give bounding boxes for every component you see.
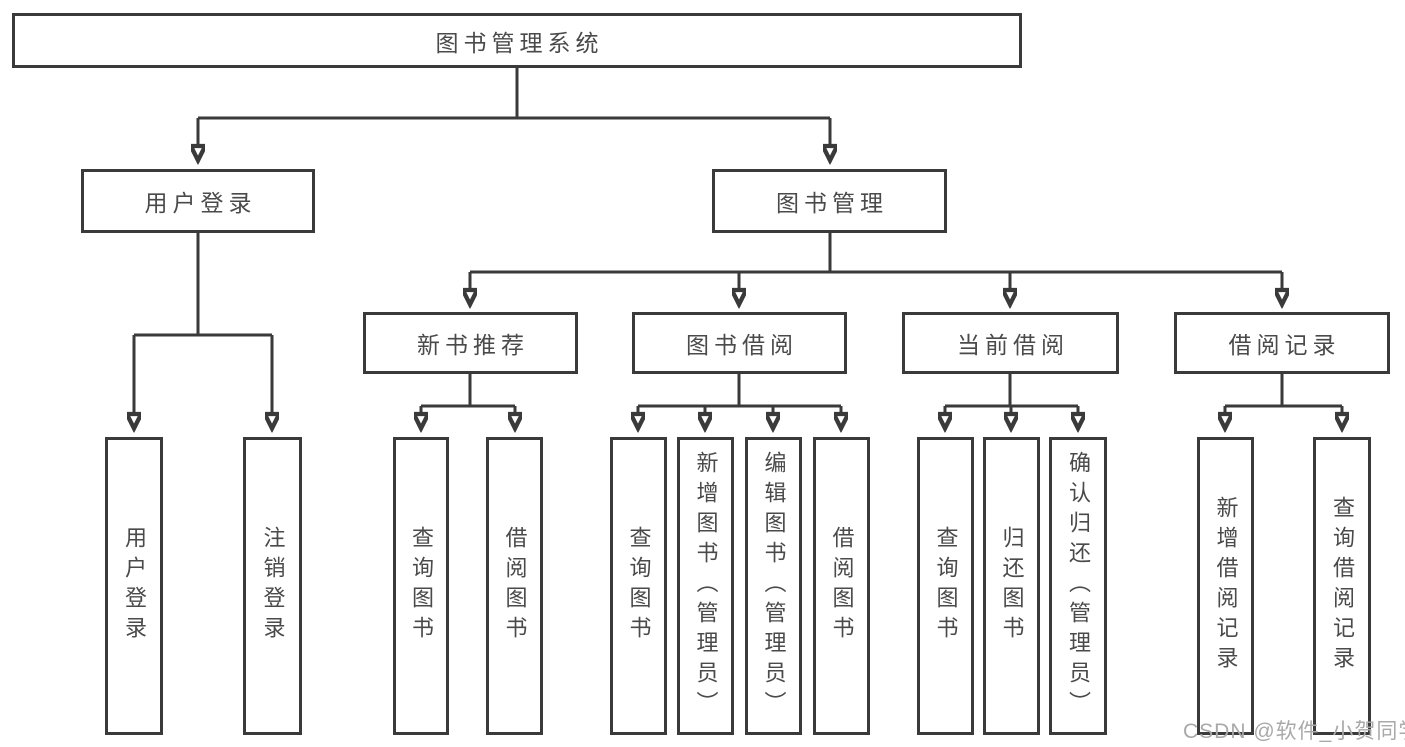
leaf-logout: 注销登录 <box>243 437 302 735</box>
leaf-query-books-1: 查询图书 <box>393 437 449 735</box>
leaf-query-books-1-label: 查询图书 <box>409 526 434 646</box>
node-book-management-system: 图书管理系统 <box>12 13 1022 68</box>
leaf-add-borrow-record: 新增借阅记录 <box>1197 437 1254 735</box>
leaf-query-books-2: 查询图书 <box>610 437 667 735</box>
node-book-management: 图书管理 <box>712 169 947 233</box>
leaf-add-books-admin: 新增图书（管理员） <box>677 437 734 735</box>
leaf-query-borrow-record: 查询借阅记录 <box>1313 437 1371 735</box>
leaf-logout-label: 注销登录 <box>260 526 286 646</box>
leaf-borrow-books-2: 借阅图书 <box>813 437 870 735</box>
leaf-user-login-label: 用户登录 <box>122 526 147 646</box>
leaf-confirm-return-admin-label: 确认归还（管理员） <box>1066 451 1091 721</box>
node-new-book-recommend: 新书推荐 <box>363 312 578 374</box>
node-borrowing-records: 借阅记录 <box>1174 312 1390 374</box>
leaf-confirm-return-admin: 确认归还（管理员） <box>1049 437 1107 735</box>
leaf-return-books-label: 归还图书 <box>999 526 1025 646</box>
leaf-borrow-books-1: 借阅图书 <box>486 437 543 735</box>
leaf-edit-books-admin: 编辑图书（管理员） <box>745 437 802 735</box>
node-current-borrowing: 当前借阅 <box>902 312 1119 374</box>
leaf-borrow-books-1-label: 借阅图书 <box>502 526 528 646</box>
leaf-query-books-3-label: 查询图书 <box>933 526 959 646</box>
node-user-login: 用户登录 <box>81 169 315 233</box>
leaf-query-books-3: 查询图书 <box>917 437 974 735</box>
node-book-borrowing: 图书借阅 <box>632 312 847 374</box>
leaf-query-borrow-record-label: 查询借阅记录 <box>1330 496 1355 676</box>
leaf-query-books-2-label: 查询图书 <box>626 526 652 646</box>
leaf-add-borrow-record-label: 新增借阅记录 <box>1213 496 1239 676</box>
leaf-add-books-admin-label: 新增图书（管理员） <box>693 451 719 721</box>
leaf-borrow-books-2-label: 借阅图书 <box>829 526 855 646</box>
leaf-edit-books-admin-label: 编辑图书（管理员） <box>761 451 787 721</box>
leaf-return-books: 归还图书 <box>983 437 1040 735</box>
leaf-user-login: 用户登录 <box>105 437 163 735</box>
